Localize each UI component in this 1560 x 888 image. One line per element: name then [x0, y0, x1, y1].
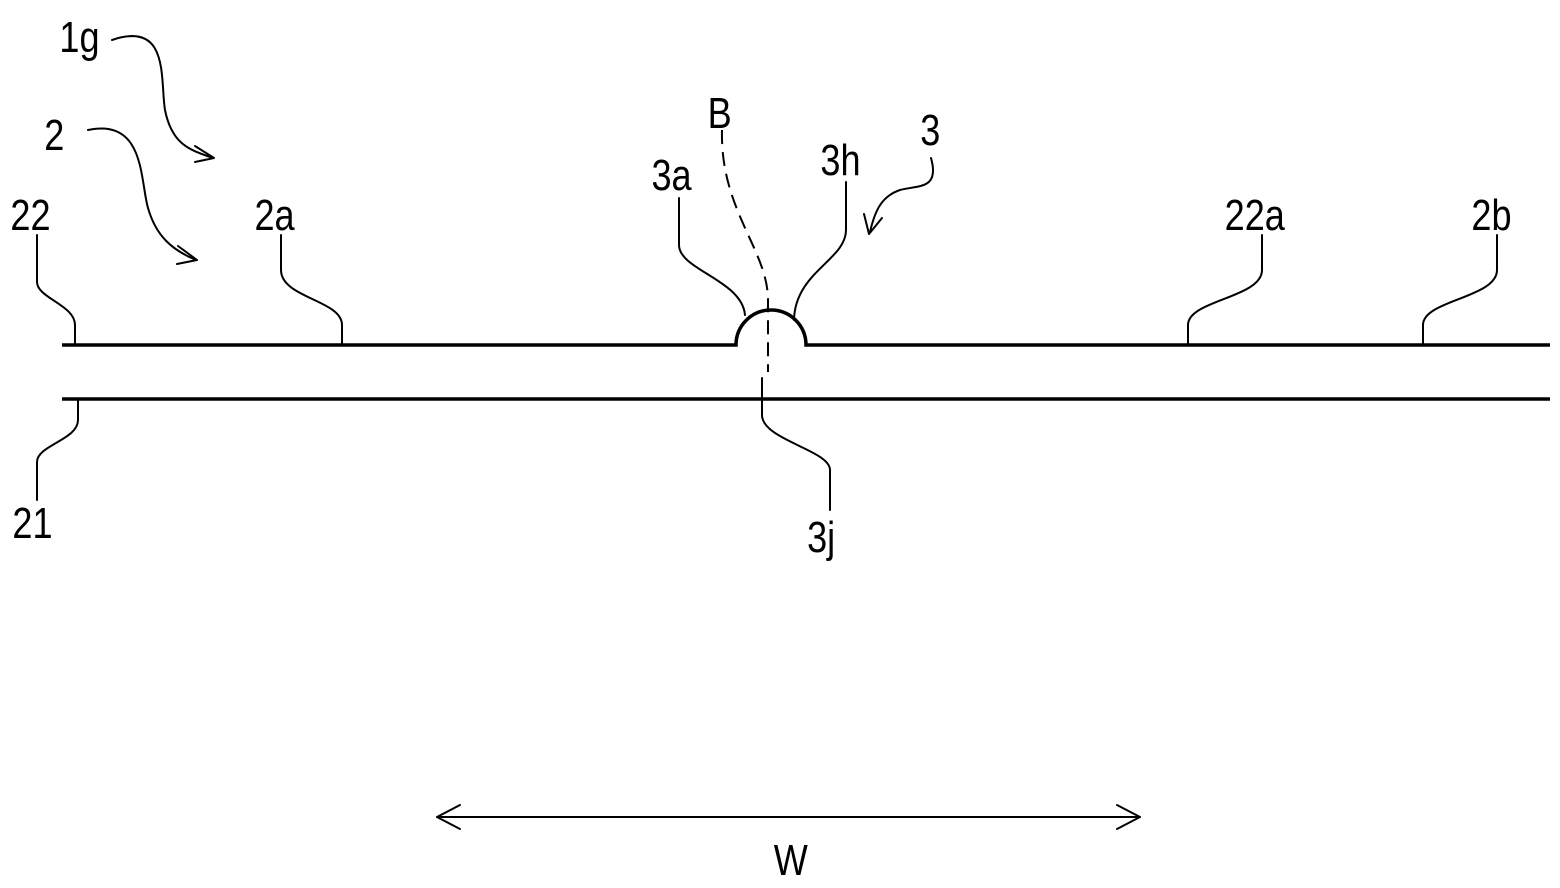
- label-2a: 2a: [254, 191, 295, 240]
- width-arrow-w: [437, 805, 1140, 829]
- label-22: 22: [10, 191, 50, 240]
- leader-22: [37, 235, 75, 345]
- arrow-1g: [112, 36, 214, 162]
- upper-sheet-line: [62, 310, 1550, 345]
- label-3a: 3a: [651, 151, 692, 200]
- arrow-2: [88, 128, 197, 264]
- arrow-3: [864, 158, 933, 234]
- label-22a: 22a: [1225, 191, 1286, 240]
- label-1g: 1g: [59, 13, 99, 62]
- label-3: 3: [920, 106, 940, 155]
- label-2: 2: [44, 111, 64, 160]
- label-W: W: [774, 836, 808, 885]
- label-21: 21: [12, 499, 52, 548]
- leader-3a: [679, 198, 745, 315]
- leader-2b: [1423, 235, 1497, 345]
- label-2b: 2b: [1471, 191, 1511, 240]
- leader-22a: [1188, 235, 1262, 345]
- label-3j: 3j: [807, 513, 835, 562]
- boundary-line-b: [722, 130, 768, 372]
- leader-3h: [794, 182, 846, 320]
- leader-2a: [281, 235, 342, 345]
- leader-21: [37, 399, 78, 500]
- label-B: B: [708, 89, 732, 138]
- label-3h: 3h: [820, 136, 860, 185]
